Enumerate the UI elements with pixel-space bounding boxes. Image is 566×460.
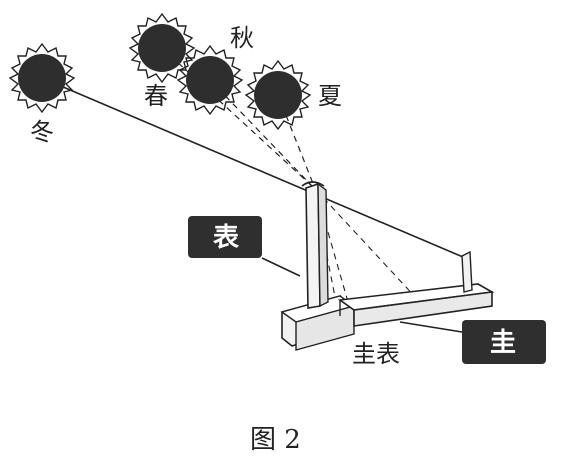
summer-shadow-ray	[315, 189, 419, 301]
equinox-shadow-ray	[315, 189, 349, 303]
scale-end-post	[461, 250, 473, 293]
label-autumn: 秋	[230, 24, 254, 52]
sun-icon	[128, 12, 196, 84]
label-summer: 夏	[318, 82, 342, 110]
instrument-name: 圭表	[352, 340, 400, 368]
winter-sun-ray	[41, 77, 471, 261]
gnomon-tag	[188, 216, 262, 258]
gnomon-pointer-line	[261, 257, 301, 277]
autumn-sun-ray	[209, 79, 313, 187]
gnomon-post	[301, 181, 329, 309]
sun-icon	[8, 42, 76, 114]
label-spring: 春	[144, 82, 168, 110]
figure-caption: 图 2	[250, 425, 301, 455]
spring-sun-ray	[161, 47, 313, 187]
scale-tag	[462, 320, 546, 364]
label-winter: 冬	[30, 118, 54, 146]
scale-bar	[337, 283, 495, 327]
sun-icon	[176, 44, 244, 116]
scale-pointer-line	[399, 321, 463, 333]
sun-icon	[244, 59, 312, 131]
gnomon-tag-label: 表	[213, 223, 240, 253]
scale-tag-label: 圭	[490, 328, 516, 358]
instrument-base	[280, 294, 356, 351]
